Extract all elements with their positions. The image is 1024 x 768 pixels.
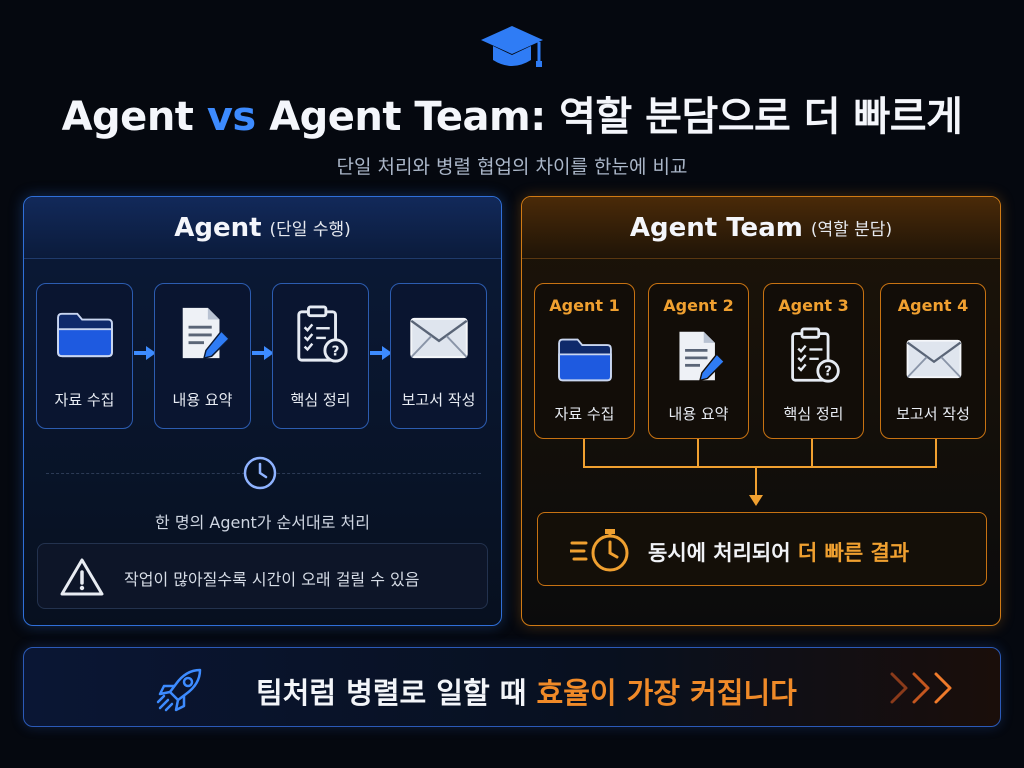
svg-text:?: ? — [824, 365, 832, 380]
agent-card-4: Agent 4 보고서 작성 — [880, 283, 986, 439]
arrow-right-icon — [252, 346, 274, 360]
agent-team-panel-title: Agent Team — [629, 212, 803, 243]
step-label: 자료 수집 — [54, 391, 115, 409]
envelope-icon — [906, 339, 962, 379]
agent-name: Agent 2 — [663, 296, 734, 315]
document-pencil-icon — [679, 331, 726, 382]
agent-panel-header: Agent (단일 수행) — [24, 197, 501, 259]
folder-icon — [57, 312, 113, 358]
graduation-cap-icon — [481, 26, 543, 67]
clock-icon — [243, 456, 277, 490]
agent-panel-title: Agent — [174, 212, 262, 243]
banner-text: 팀처럼 병렬로 일할 때 효율이 가장 커집니다 — [256, 676, 797, 710]
page-title: Agent vs Agent Team: 역할 분담으로 더 빠르게 — [61, 94, 963, 140]
agent-task-label: 핵심 정리 — [783, 405, 844, 423]
step-card-organize: ? 핵심 정리 — [272, 283, 369, 429]
step-label: 보고서 작성 — [401, 391, 476, 409]
envelope-icon — [410, 317, 468, 359]
agent-team-panel-subtitle: (역할 분담) — [810, 220, 893, 240]
agent-task-label: 보고서 작성 — [896, 405, 970, 423]
rocket-icon — [156, 668, 202, 712]
agent-card-2: Agent 2 내용 요약 — [648, 283, 749, 439]
triple-chevron-right-icon — [890, 672, 952, 704]
step-label: 내용 요약 — [172, 391, 233, 409]
step-card-summarize: 내용 요약 — [154, 283, 251, 429]
banner-highlight: 효율이 가장 커집니다 — [536, 676, 797, 710]
agent-name: Agent 3 — [778, 296, 849, 315]
warning-text: 작업이 많아질수록 시간이 오래 걸릴 수 있음 — [124, 570, 420, 589]
agent-team-panel: Agent Team (역할 분담) Agent 1 자료 수집 Agent 2… — [521, 196, 1001, 626]
step-card-report: 보고서 작성 — [390, 283, 487, 429]
page-subtitle: 단일 처리와 병렬 협업의 차이를 한눈에 비교 — [336, 156, 688, 178]
folder-icon — [558, 338, 612, 382]
sequence-text: 한 명의 Agent가 순서대로 처리 — [155, 513, 370, 532]
agent-panel-subtitle: (단일 수행) — [269, 220, 351, 240]
agent-card-3: Agent 3 ? 핵심 정리 — [763, 283, 864, 439]
arrow-right-icon — [134, 346, 156, 360]
agent-team-panel-header: Agent Team (역할 분담) — [522, 197, 1000, 259]
agent-card-1: Agent 1 자료 수집 — [534, 283, 635, 439]
agent-name: Agent 1 — [549, 296, 620, 315]
document-pencil-icon — [182, 307, 231, 360]
warning-icon — [60, 558, 104, 596]
arrow-right-icon — [370, 346, 392, 360]
stopwatch-icon — [570, 529, 629, 572]
clipboard-question-icon: ? — [791, 327, 840, 383]
result-text: 동시에 처리되어 더 빠른 결과 — [648, 541, 910, 565]
result-highlight: 더 빠른 결과 — [797, 541, 910, 565]
agent-panel: Agent (단일 수행) 자료 수집 내용 요약 — [23, 196, 502, 626]
agent-task-label: 내용 요약 — [668, 405, 729, 423]
warning-box: 작업이 많아질수록 시간이 오래 걸릴 수 있음 — [37, 543, 488, 609]
step-label: 핵심 정리 — [290, 391, 351, 409]
clipboard-question-icon: ? — [297, 305, 348, 363]
agent-name: Agent 4 — [897, 296, 969, 315]
agent-task-label: 자료 수집 — [554, 405, 615, 423]
result-box: 동시에 처리되어 더 빠른 결과 — [537, 512, 987, 586]
svg-text:?: ? — [332, 343, 340, 359]
summary-banner: 팀처럼 병렬로 일할 때 효율이 가장 커집니다 — [23, 647, 1001, 727]
step-card-collect: 자료 수집 — [36, 283, 133, 429]
